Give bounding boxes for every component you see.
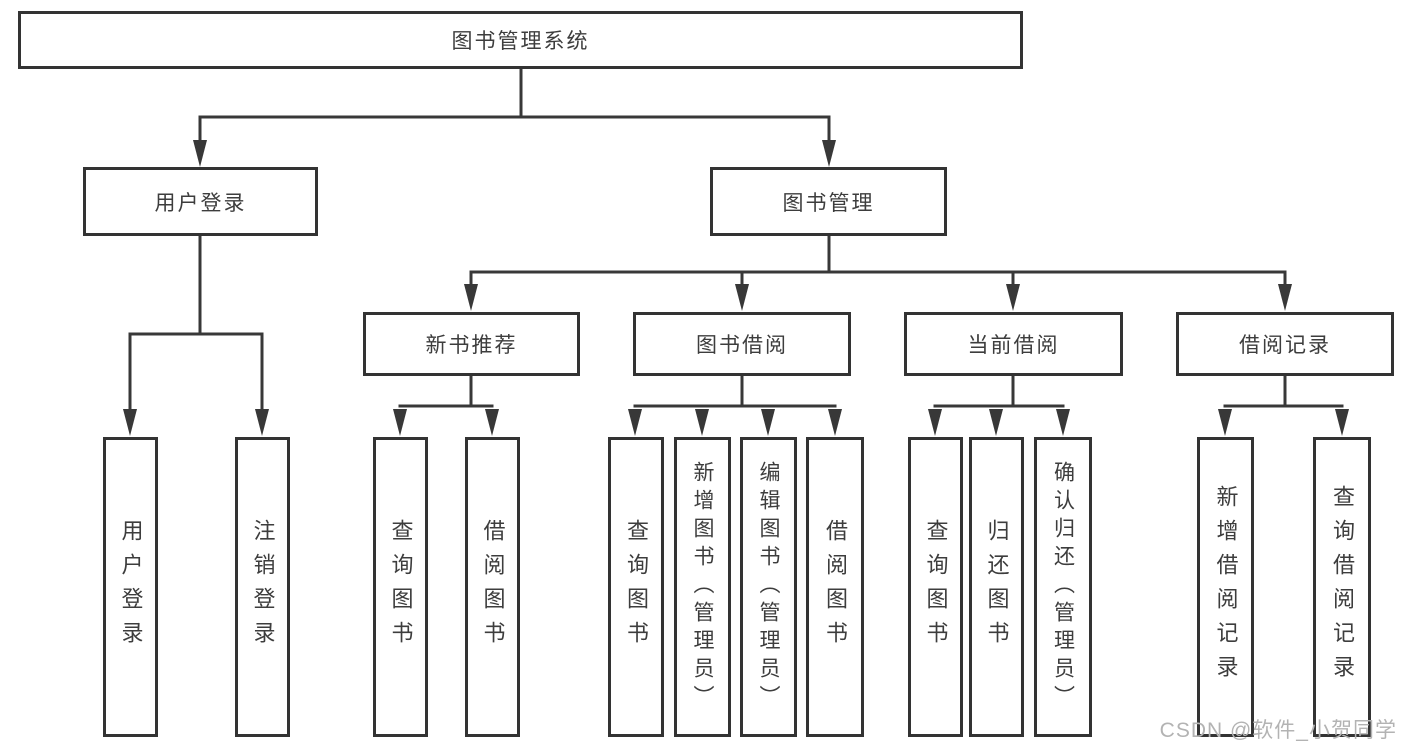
leaf-label: 查询图书 <box>923 519 949 655</box>
arrow-to-new-books <box>464 284 478 311</box>
node-user-login-label: 用户登录 <box>154 191 247 215</box>
leaf-label: 查询借阅记录 <box>1330 485 1355 689</box>
node-root: 图书管理系统 <box>18 11 1023 69</box>
leaf-logout: 注销登录 <box>235 437 290 737</box>
leaf-borrow-books: 借阅图书 <box>806 437 864 737</box>
node-user-login: 用户登录 <box>83 167 318 236</box>
arrow-to-book-mgmt <box>822 140 836 167</box>
leaf-edit-books-admin: 编辑图书（管理员） <box>740 437 797 737</box>
leaf-label: 借阅图书 <box>480 519 506 655</box>
node-book-borrow: 图书借阅 <box>633 312 851 376</box>
node-book-borrow-label: 图书借阅 <box>696 334 788 357</box>
leaf-label: 确认归还（管理员） <box>1051 461 1075 713</box>
node-new-book-recommend: 新书推荐 <box>363 312 580 376</box>
arrow-to-records <box>1278 284 1292 311</box>
leaf-label: 用户登录 <box>118 519 144 655</box>
node-new-book-recommend-label: 新书推荐 <box>425 334 518 357</box>
leaf-add-borrow-record: 新增借阅记录 <box>1197 437 1254 737</box>
node-book-management-label: 图书管理 <box>782 191 875 215</box>
node-borrow-records-label: 借阅记录 <box>1239 334 1331 357</box>
leaf-label: 新增借阅记录 <box>1213 485 1239 689</box>
node-current-borrow: 当前借阅 <box>904 312 1123 376</box>
leaf-return-books: 归还图书 <box>969 437 1024 737</box>
leaf-query-books-borrow: 查询图书 <box>608 437 664 737</box>
leaf-label: 归还图书 <box>984 519 1010 655</box>
leaf-query-borrow-record: 查询借阅记录 <box>1313 437 1371 737</box>
node-current-borrow-label: 当前借阅 <box>967 334 1060 357</box>
leaf-add-books-admin: 新增图书（管理员） <box>674 437 731 737</box>
node-book-management: 图书管理 <box>710 167 947 236</box>
node-borrow-records: 借阅记录 <box>1176 312 1394 376</box>
leaf-query-books-recommend: 查询图书 <box>373 437 428 737</box>
leaf-label: 查询图书 <box>388 519 414 655</box>
leaf-borrow-books-recommend: 借阅图书 <box>465 437 520 737</box>
leaf-label: 新增图书（管理员） <box>691 461 714 713</box>
leaf-label: 注销登录 <box>250 519 276 655</box>
arrow-to-current <box>1006 284 1020 311</box>
arrow-to-user-login <box>193 140 207 167</box>
leaf-query-books-current: 查询图书 <box>908 437 963 737</box>
leaf-label: 编辑图书（管理员） <box>757 461 780 713</box>
leaf-user-login: 用户登录 <box>103 437 158 737</box>
csdn-watermark: CSDN @软件_小贺同学 <box>1159 719 1397 742</box>
leaf-label: 借阅图书 <box>823 519 848 655</box>
leaf-label: 查询图书 <box>624 519 649 655</box>
node-root-label: 图书管理系统 <box>451 30 590 53</box>
arrow-to-borrow <box>735 284 749 311</box>
leaf-confirm-return-admin: 确认归还（管理员） <box>1034 437 1092 737</box>
